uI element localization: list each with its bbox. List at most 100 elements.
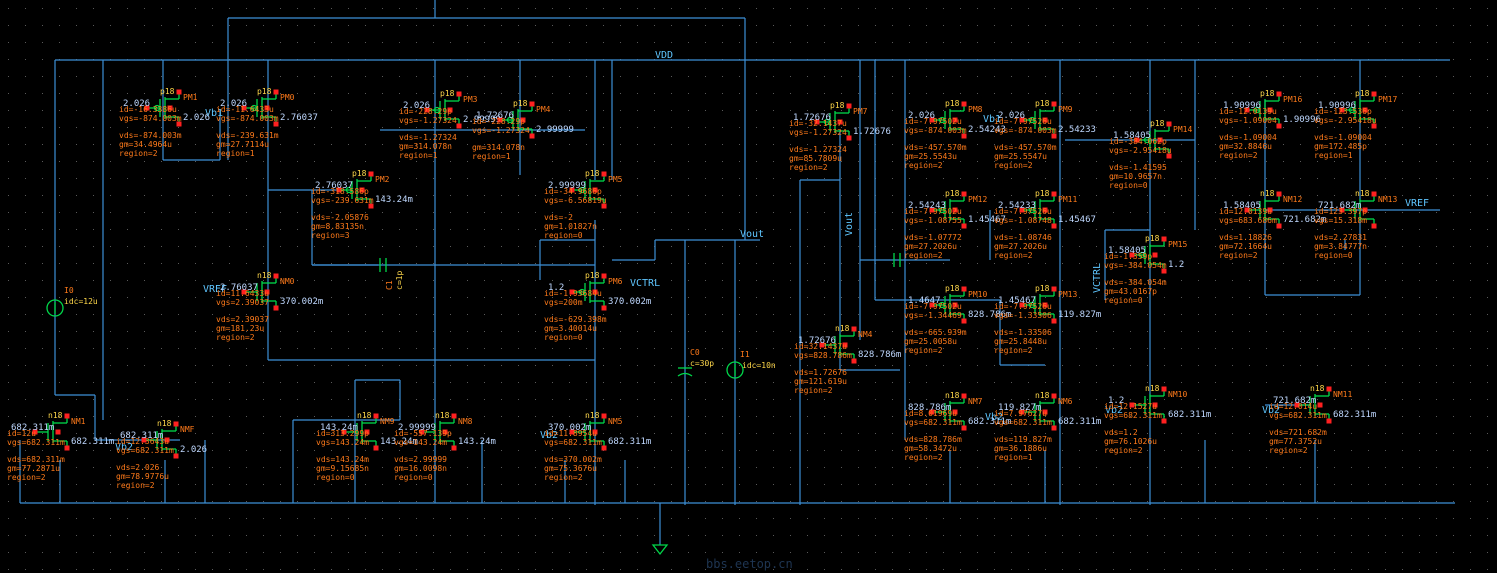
pin-marker[interactable]	[1166, 121, 1172, 127]
pin-marker[interactable]	[1362, 107, 1368, 113]
pin-marker[interactable]	[264, 105, 270, 111]
transistor-nm4[interactable]: n18NM4id=32.1437uvgs=828.786mvds=1.72676…	[794, 324, 901, 395]
pin-marker[interactable]	[952, 117, 958, 123]
transistor-pm0[interactable]: p18PM0id=-11.6433uvgs=-874.003mvds=-239.…	[216, 87, 318, 158]
pin-marker[interactable]	[176, 121, 182, 127]
pin-marker[interactable]	[1161, 236, 1167, 242]
pin-marker[interactable]	[368, 171, 374, 177]
transistor-pm12[interactable]: p18PM12id=-7.97502uvgs=-1.08755vds=-1.07…	[904, 189, 1006, 260]
pin-marker[interactable]	[601, 413, 607, 419]
pin-marker[interactable]	[1161, 268, 1167, 274]
pin-marker[interactable]	[451, 413, 457, 419]
pin-marker[interactable]	[1276, 223, 1282, 229]
pin-marker[interactable]	[1051, 133, 1057, 139]
pin-marker[interactable]	[1042, 409, 1048, 415]
pin-marker[interactable]	[601, 203, 607, 209]
pin-marker[interactable]	[368, 203, 374, 209]
pin-marker[interactable]	[1371, 223, 1377, 229]
transistor-pm2[interactable]: p18PM2id=-318.586pvgs=-239.631mvds=-2.05…	[311, 169, 413, 240]
pin-marker[interactable]	[1051, 393, 1057, 399]
pin-marker[interactable]	[1371, 191, 1377, 197]
pin-marker[interactable]	[144, 105, 150, 111]
pin-marker[interactable]	[273, 273, 279, 279]
pin-marker[interactable]	[601, 171, 607, 177]
transistor-pm15[interactable]: p18PM15id=-1.359pvgs=-384.054mvds=-384.0…	[1104, 234, 1187, 305]
pin-marker[interactable]	[601, 273, 607, 279]
pin-marker[interactable]	[1276, 123, 1282, 129]
pin-marker[interactable]	[1371, 123, 1377, 129]
pin-marker[interactable]	[592, 289, 598, 295]
pin-marker[interactable]	[497, 117, 503, 123]
pin-marker[interactable]	[1267, 207, 1273, 213]
pin-marker[interactable]	[846, 135, 852, 141]
pin-marker[interactable]	[64, 445, 70, 451]
transistor-pm3[interactable]: p18PM3id=-228.29pvgs=-1.27324vds=-1.2732…	[399, 89, 501, 160]
current-source-i0[interactable]	[46, 299, 64, 317]
transistor-nm11[interactable]: n18NM11id=12.014uvgs=682.311mvds=721.682…	[1269, 384, 1376, 455]
pin-marker[interactable]	[176, 89, 182, 95]
transistor-nm1[interactable]: n18NM1id=12uvgs=682.311mvds=682.311mgm=7…	[7, 411, 114, 482]
pin-marker[interactable]	[141, 437, 147, 443]
pin-marker[interactable]	[55, 429, 61, 435]
pin-marker[interactable]	[1051, 191, 1057, 197]
pin-marker[interactable]	[1371, 91, 1377, 97]
pin-marker[interactable]	[1244, 207, 1250, 213]
transistor-pm6[interactable]: p18PM6id=-1.93684uvgs=200mvds=-629.398mg…	[544, 271, 651, 342]
pin-marker[interactable]	[837, 119, 843, 125]
pin-marker[interactable]	[929, 207, 935, 213]
transistor-pm9[interactable]: p18PM9id=-7.97526uvgs=-874.003mvds=-457.…	[994, 99, 1096, 170]
pin-marker[interactable]	[1152, 252, 1158, 258]
pin-marker[interactable]	[273, 305, 279, 311]
pin-marker[interactable]	[1019, 207, 1025, 213]
pin-marker[interactable]	[167, 105, 173, 111]
transistor-pm10[interactable]: p18PM10id=-7.97502uvgs=-1.34469vds=-665.…	[904, 284, 1011, 355]
pin-marker[interactable]	[814, 119, 820, 125]
pin-marker[interactable]	[419, 429, 425, 435]
pin-marker[interactable]	[929, 409, 935, 415]
pin-marker[interactable]	[929, 117, 935, 123]
transistor-pm13[interactable]: p18PM13id=-7.97526uvgs=-1.33506vds=-1.33…	[994, 284, 1101, 355]
pin-marker[interactable]	[569, 429, 575, 435]
pin-marker[interactable]	[456, 123, 462, 129]
pin-marker[interactable]	[952, 302, 958, 308]
pin-marker[interactable]	[592, 187, 598, 193]
pin-marker[interactable]	[520, 117, 526, 123]
pin-marker[interactable]	[1161, 386, 1167, 392]
pin-marker[interactable]	[961, 286, 967, 292]
pin-marker[interactable]	[336, 187, 342, 193]
transistor-nm6[interactable]: n18NM6id=7.97627uvgs=682.311mvds=119.827…	[994, 391, 1101, 462]
pin-marker[interactable]	[456, 91, 462, 97]
pin-marker[interactable]	[241, 105, 247, 111]
pin-marker[interactable]	[961, 393, 967, 399]
current-source-i1[interactable]	[726, 361, 744, 379]
pin-marker[interactable]	[961, 101, 967, 107]
pin-marker[interactable]	[1276, 191, 1282, 197]
pin-marker[interactable]	[1157, 137, 1163, 143]
pin-marker[interactable]	[961, 425, 967, 431]
transistor-nm5[interactable]: n18NM5id=11.8954uvgs=682.311mvds=370.002…	[544, 411, 651, 482]
pin-marker[interactable]	[601, 305, 607, 311]
pin-marker[interactable]	[1042, 207, 1048, 213]
pin-marker[interactable]	[1317, 402, 1323, 408]
transistor-pm7[interactable]: p18PM7id=-32.1437uvgs=-1.27324vds=-1.273…	[789, 101, 891, 172]
transistor-pm11[interactable]: p18PM11id=-7.97526uvgs=-1.08748vds=-1.08…	[994, 189, 1096, 260]
pin-marker[interactable]	[592, 429, 598, 435]
pin-marker[interactable]	[529, 101, 535, 107]
pin-marker[interactable]	[364, 429, 370, 435]
transistor-nm12[interactable]: n18NM12id=12.0139uvgs=683.686mvds=1.1882…	[1219, 189, 1326, 260]
pin-marker[interactable]	[529, 133, 535, 139]
pin-marker[interactable]	[1051, 425, 1057, 431]
pin-marker[interactable]	[1129, 402, 1135, 408]
pin-marker[interactable]	[961, 191, 967, 197]
pin-marker[interactable]	[1019, 302, 1025, 308]
pin-marker[interactable]	[1129, 252, 1135, 258]
pin-marker[interactable]	[569, 187, 575, 193]
pin-marker[interactable]	[32, 429, 38, 435]
pin-marker[interactable]	[273, 89, 279, 95]
pin-marker[interactable]	[1244, 107, 1250, 113]
pin-marker[interactable]	[1362, 207, 1368, 213]
pin-marker[interactable]	[173, 453, 179, 459]
transistor-pm14[interactable]: p18PM14id=-384.062pvgs=-2.95418uvds=-1.4…	[1109, 119, 1192, 190]
pin-marker[interactable]	[929, 302, 935, 308]
pin-marker[interactable]	[341, 429, 347, 435]
